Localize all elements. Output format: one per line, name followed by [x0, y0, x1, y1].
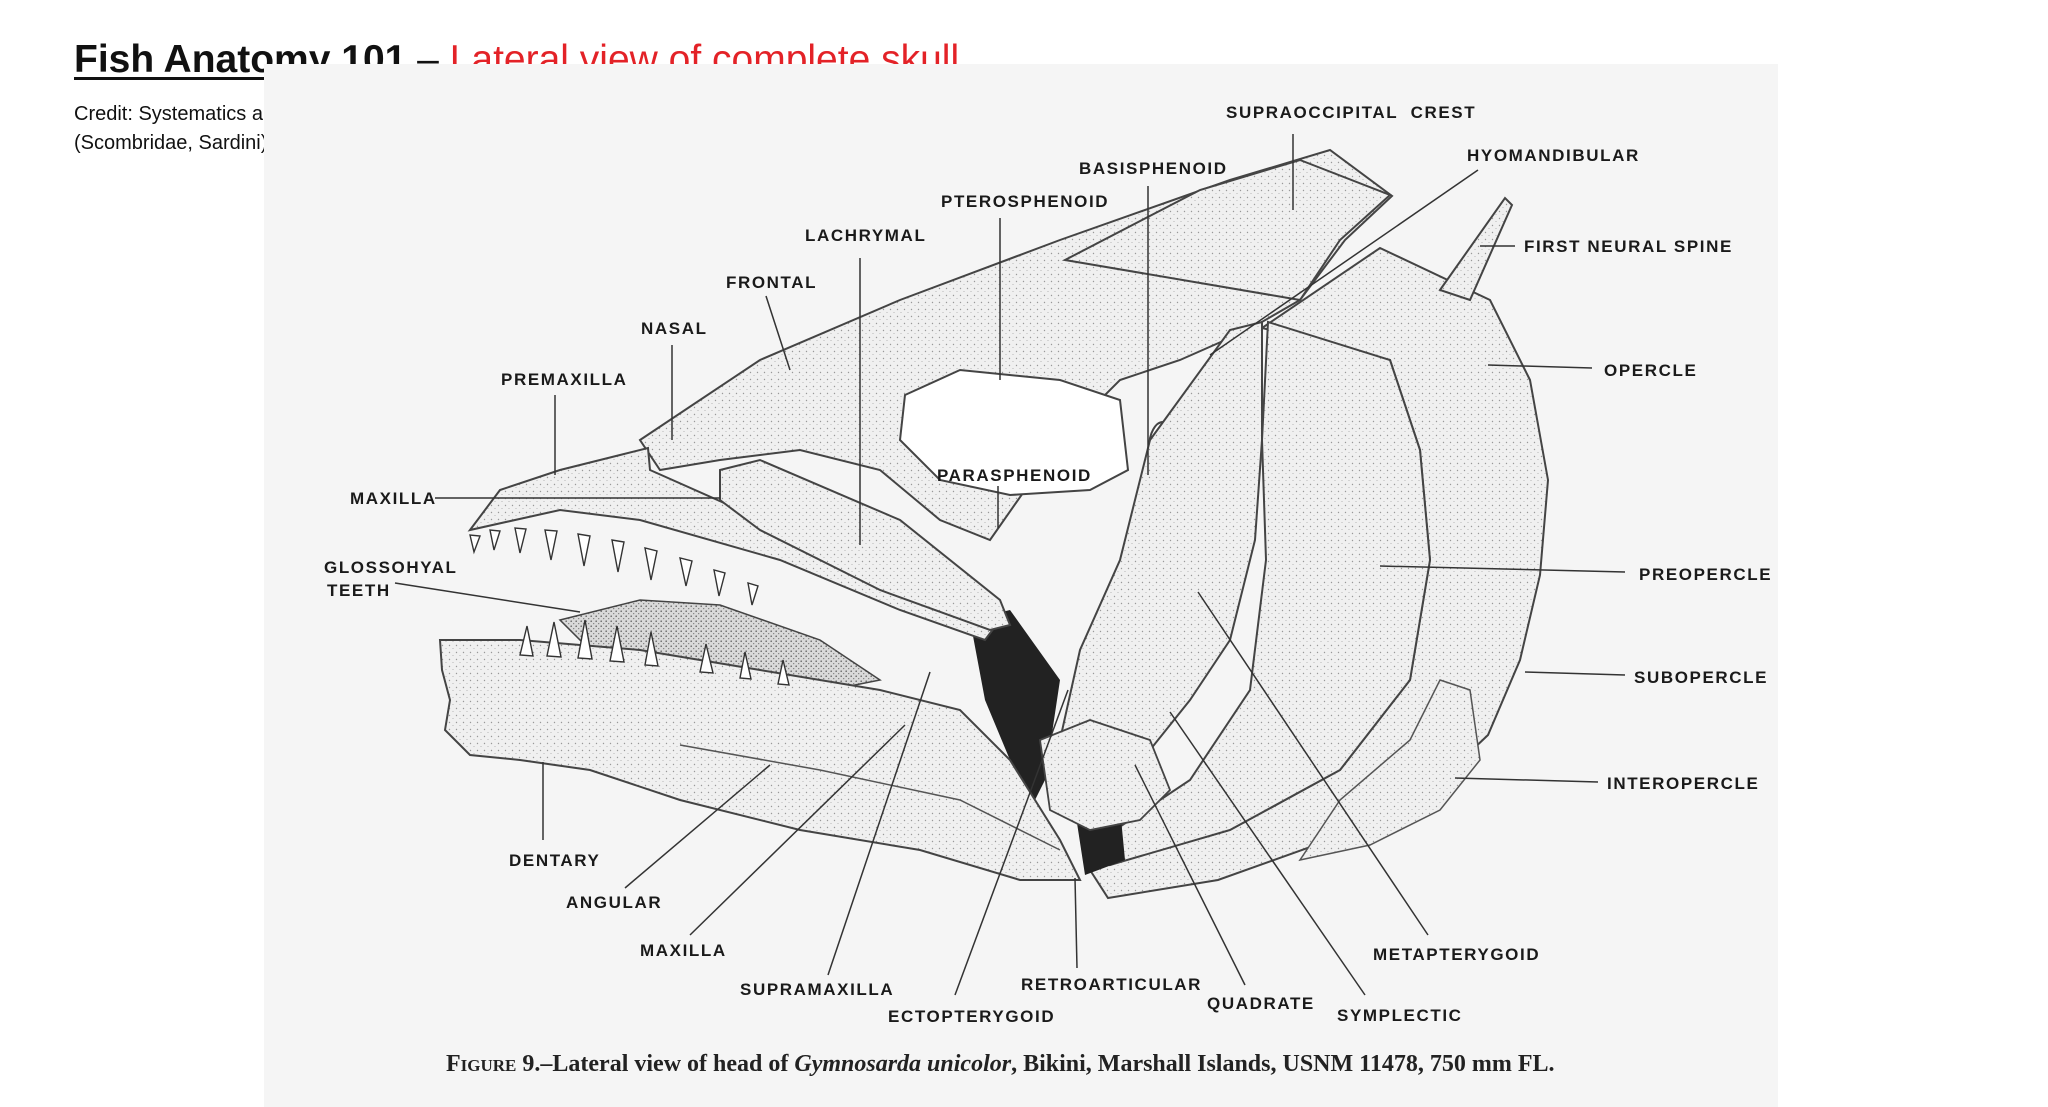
- dark-cartilage: [970, 610, 1060, 810]
- label-symplectic: SYMPLECTIC: [1337, 1006, 1463, 1025]
- part-labels: SUPRAOCCIPITAL CREST HYOMANDIBULAR BASIS…: [324, 103, 1772, 1026]
- label-preopercle: PREOPERCLE: [1639, 565, 1772, 584]
- label-basisphenoid: BASISPHENOID: [1079, 159, 1228, 178]
- leader-opercle: [1487, 364, 1593, 369]
- label-glossohyal: GLOSSOHYAL: [324, 558, 457, 577]
- skull-illustration: [438, 148, 1550, 900]
- supraoccipital-crest-shape: [1061, 158, 1392, 302]
- neural-spine-shape: [1438, 196, 1514, 302]
- orbit-opening: [898, 368, 1130, 497]
- maxilla-shape: [719, 458, 1012, 632]
- label-quadrate: QUADRATE: [1207, 994, 1315, 1013]
- preopercle-shape: [1098, 320, 1432, 867]
- figure-caption: Figure 9.–Lateral view of head of Gymnos…: [446, 1051, 1555, 1078]
- leader-maxilla-lower: [689, 724, 906, 936]
- label-subopercle: SUBOPERCLE: [1634, 668, 1768, 687]
- label-parasphenoid: PARASPHENOID: [937, 466, 1092, 485]
- leader-glossohyal: [394, 582, 581, 613]
- leader-supramaxilla: [827, 671, 931, 976]
- label-retroarticular: RETROARTICULAR: [1021, 975, 1202, 994]
- label-premaxilla: PREMAXILLA: [501, 370, 628, 389]
- label-ectopterygoid: ECTOPTERYGOID: [888, 1007, 1055, 1026]
- leader-metapterygoid: [1197, 591, 1429, 936]
- upper-teeth: [469, 527, 759, 606]
- angular-ridge: [679, 744, 1061, 851]
- label-dentary: DENTARY: [509, 851, 600, 870]
- caption-text-before: Lateral view of head of: [552, 1051, 795, 1077]
- label-glossohyal-teeth: TEETH: [327, 581, 391, 600]
- label-lachrymal: LACHRYMAL: [805, 226, 926, 245]
- label-metapterygoid: METAPTERYGOID: [1373, 945, 1540, 964]
- caption-figure-label: Figure 9.: [446, 1051, 541, 1077]
- leader-interopercle: [1454, 777, 1599, 783]
- leader-quadrate: [1134, 764, 1246, 986]
- leader-ectopterygoid: [954, 689, 1069, 996]
- leader-subopercle: [1524, 671, 1626, 676]
- caption-species: Gymnosarda unicolor: [794, 1051, 1012, 1077]
- leader-angular: [624, 764, 771, 889]
- label-angular: ANGULAR: [566, 893, 662, 912]
- label-supramaxilla: SUPRAMAXILLA: [740, 980, 894, 999]
- hyomandibular-shape: [1058, 320, 1263, 782]
- label-first-neural-spine: FIRST NEURAL SPINE: [1524, 237, 1733, 256]
- leader-symplectic: [1169, 711, 1366, 996]
- label-maxilla-upper: MAXILLA: [350, 489, 437, 508]
- label-supraoccipital-crest: SUPRAOCCIPITAL CREST: [1226, 103, 1476, 122]
- subopercle-shape: [1298, 679, 1481, 862]
- leader-retroarticular: [1074, 877, 1078, 969]
- label-opercle: OPERCLE: [1604, 361, 1697, 380]
- leader-lines: [394, 134, 1626, 996]
- leader-frontal: [765, 295, 791, 371]
- leader-hyomandibular: [1209, 169, 1479, 356]
- caption-text-after: , Bikini, Marshall Islands, USNM 11478, …: [1011, 1051, 1555, 1077]
- label-nasal: NASAL: [641, 319, 708, 338]
- label-interopercle: INTEROPERCLE: [1607, 774, 1759, 793]
- lower-teeth: [519, 619, 790, 686]
- caption-dash: –: [540, 1051, 553, 1077]
- label-maxilla-lower: MAXILLA: [640, 941, 727, 960]
- label-frontal: FRONTAL: [726, 273, 817, 292]
- label-hyomandibular: HYOMANDIBULAR: [1467, 146, 1640, 165]
- leader-preopercle: [1379, 565, 1626, 573]
- label-pterosphenoid: PTEROSPHENOID: [941, 192, 1109, 211]
